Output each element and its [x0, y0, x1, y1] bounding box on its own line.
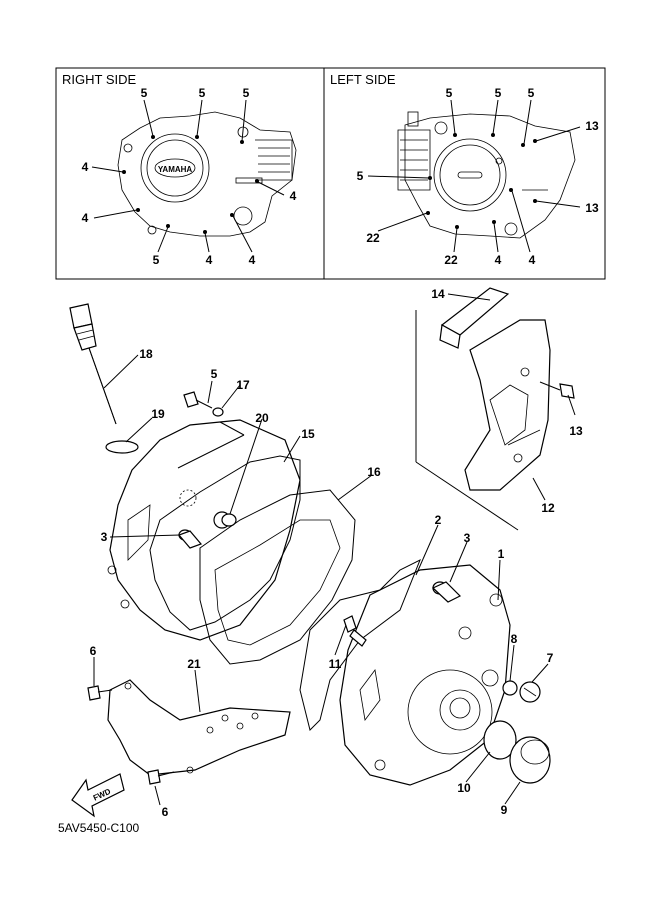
part-21-skid-plate	[107, 679, 291, 776]
callout-frame-20	[177, 421, 245, 469]
right-label-5a: 5	[141, 86, 148, 100]
left-label-5b: 5	[495, 86, 502, 100]
callout-3-left: 3	[101, 530, 108, 544]
part-12-cover	[464, 319, 551, 491]
left-label-4a: 4	[495, 253, 502, 267]
left-side-title: LEFT SIDE	[330, 72, 396, 87]
left-label-4b: 4	[529, 253, 536, 267]
right-label-5b: 5	[199, 86, 206, 100]
callout-19: 19	[151, 407, 165, 421]
right-label-4a: 4	[82, 160, 89, 174]
callout-17: 17	[236, 378, 250, 392]
callout-15: 15	[301, 427, 315, 441]
left-label-22a: 22	[366, 231, 380, 245]
part-6-bolt-top	[87, 685, 113, 701]
part-2-gasket-outline	[299, 558, 421, 731]
part-3-dowel-left	[177, 529, 203, 549]
right-label-4d: 4	[249, 253, 256, 267]
callout-9: 9	[501, 803, 508, 817]
part-2-crankcase-cover	[339, 564, 511, 786]
part-6-bolt-bottom	[147, 769, 175, 785]
part-8-o-ring	[502, 680, 518, 696]
right-label-5c: 5	[243, 86, 250, 100]
part-17-washer	[212, 407, 224, 417]
callout-2: 2	[435, 513, 442, 527]
callout-18: 18	[139, 347, 153, 361]
callout-frame-12	[415, 310, 519, 531]
callout-13: 13	[569, 424, 583, 438]
part-5-bolt	[183, 391, 213, 409]
callout-7: 7	[547, 651, 554, 665]
yamaha-brand: YAMAHA	[158, 165, 193, 174]
callout-5: 5	[211, 367, 218, 381]
left-side-labels: 5 5 5 13 5 13 22 22 4 4	[357, 86, 599, 267]
right-label-4b: 4	[82, 211, 89, 225]
left-label-5d: 5	[357, 169, 364, 183]
right-side-title: RIGHT SIDE	[62, 72, 136, 87]
right-label-5d: 5	[153, 253, 160, 267]
part-20-dowel	[221, 513, 237, 527]
inset-panel: RIGHT SIDE LEFT SIDE	[55, 67, 606, 280]
right-label-4e: 4	[206, 253, 213, 267]
callout-10: 10	[457, 781, 471, 795]
part-11-sensor	[343, 615, 367, 647]
right-label-4c: 4	[290, 189, 297, 203]
part-19-o-ring	[105, 440, 139, 454]
part-14-guide	[439, 287, 510, 349]
part-18-dipstick	[69, 303, 117, 425]
right-side-labels: 5 5 5 4 4 4 4 5 4	[82, 86, 297, 267]
part-9-cap	[509, 736, 551, 784]
left-label-5a: 5	[446, 86, 453, 100]
right-side-engine: YAMAHA	[117, 111, 297, 237]
left-side-leaders	[367, 99, 581, 253]
left-label-13b: 13	[585, 201, 599, 215]
right-side-leaders	[91, 99, 285, 253]
callout-20: 20	[255, 411, 269, 425]
callout-16: 16	[367, 465, 381, 479]
part-7-plug	[519, 681, 541, 703]
part-10-o-ring	[483, 720, 517, 760]
crankcase-body	[107, 419, 301, 641]
callout-12: 12	[541, 501, 555, 515]
callout-3-right: 3	[464, 531, 471, 545]
callout-21: 21	[187, 657, 201, 671]
callout-6-bottom: 6	[162, 805, 169, 819]
left-label-13a: 13	[585, 119, 599, 133]
callout-8: 8	[511, 632, 518, 646]
callout-1: 1	[498, 547, 505, 561]
part-13-bolt	[539, 381, 575, 399]
diagram-code: 5AV5450-C100	[58, 821, 139, 835]
main-leaders	[93, 293, 576, 806]
part-3-dowel-right	[431, 581, 462, 603]
left-label-22b: 22	[444, 253, 458, 267]
left-side-engine	[397, 111, 576, 239]
callout-14: 14	[431, 287, 445, 301]
main-callouts: 14 18 5 17 13 19 20 15 16 12 3 2 3 1 11 …	[90, 287, 583, 819]
left-label-5c: 5	[528, 86, 535, 100]
part-16-gasket	[199, 489, 356, 665]
callout-11: 11	[329, 657, 342, 671]
fwd-arrow-icon: FWD	[71, 773, 125, 818]
callout-6-top: 6	[90, 644, 97, 658]
